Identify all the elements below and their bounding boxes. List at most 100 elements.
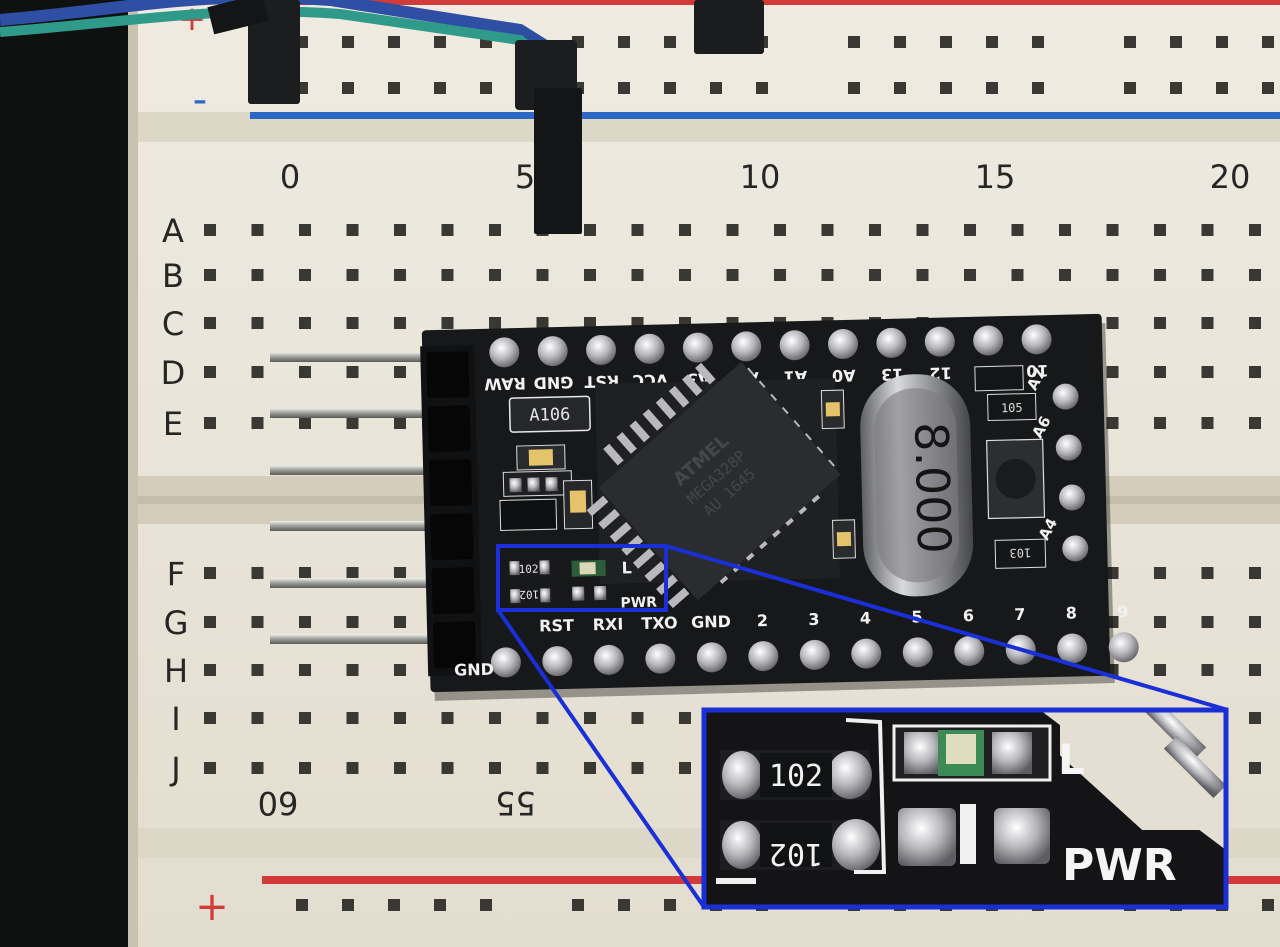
- breadboard-hole: [346, 317, 359, 329]
- mcu-pin: [655, 397, 677, 420]
- top-pin-pad: [634, 333, 665, 364]
- breadboard-hole: [584, 224, 596, 236]
- bottom-pin-label: 3: [808, 610, 820, 629]
- breadboard-hole: [204, 762, 216, 774]
- top-pin-pad: [876, 327, 907, 358]
- atmega328p-chip: ATMEL MEGA328P AU 1645: [586, 362, 841, 609]
- breadboard-hole: [1201, 664, 1214, 676]
- zoom-highlight-box: [496, 544, 668, 612]
- led-l-label: L: [621, 558, 632, 577]
- breadboard-hole: [1201, 616, 1214, 628]
- breadboard-hole: [204, 224, 216, 236]
- breadboard-hole: [584, 269, 596, 281]
- breadboard-hole: [204, 567, 216, 579]
- row-letter: E: [163, 405, 183, 443]
- breadboard-hole: [1201, 269, 1214, 281]
- breadboard-hole: [584, 317, 596, 329]
- breadboard-hole: [346, 567, 359, 579]
- rail-hole: [296, 899, 308, 911]
- breadboard-hole: [1154, 417, 1166, 429]
- breadboard-hole: [394, 664, 406, 676]
- bottom-pin-pad: [645, 643, 676, 674]
- rail-hole: [848, 82, 860, 94]
- top-pin-pad: [537, 336, 568, 367]
- breadboard-hole: [204, 317, 216, 329]
- bottom-pin-pad: [799, 639, 830, 670]
- breadboard-hole: [299, 224, 311, 236]
- breadboard-hole: [631, 762, 644, 774]
- breadboard-hole: [394, 712, 406, 724]
- breadboard-hole: [1106, 317, 1119, 329]
- bottom-pin-label: RXI: [592, 615, 623, 635]
- breadboard-hole: [441, 762, 454, 774]
- mcu-pin: [644, 561, 667, 582]
- row-letter: G: [164, 604, 189, 642]
- breadboard-hole: [489, 224, 501, 236]
- rail-hole: [710, 82, 722, 94]
- inset-l-label: L: [1058, 735, 1085, 784]
- rail-hole: [940, 36, 952, 48]
- bottom-pin-label: 7: [1014, 605, 1026, 624]
- breadboard-hole: [346, 616, 359, 628]
- bottom-pin-pad: [902, 637, 933, 668]
- breadboard-hole: [536, 269, 549, 281]
- breadboard-hole: [204, 269, 216, 281]
- bottom-pin-label: GND: [691, 612, 731, 632]
- rail-hole: [388, 82, 400, 94]
- rail-hole: [940, 82, 952, 94]
- breadboard-hole: [821, 224, 834, 236]
- breadboard-hole: [299, 712, 311, 724]
- regulator-chip: [509, 396, 591, 433]
- mcu-pin: [667, 587, 690, 609]
- rail-hole: [434, 899, 446, 911]
- bottom-pin-pad: [696, 642, 727, 673]
- breadboard-hole: [441, 269, 454, 281]
- breadboard-hole: [1106, 567, 1119, 579]
- breadboard-hole: [441, 317, 454, 329]
- resistor-102-bottom-marking: 102: [519, 588, 539, 601]
- inset-resistor-top-marking: 102: [769, 759, 823, 794]
- breadboard-hole: [489, 317, 501, 329]
- breadboard-hole: [1201, 317, 1214, 329]
- rail-hole: [1216, 82, 1228, 94]
- breadboard-hole: [299, 317, 311, 329]
- breadboard-hole: [1249, 224, 1261, 236]
- column-number-bottom: 60: [258, 784, 299, 822]
- top-pin-label: GND: [533, 373, 573, 393]
- breadboard-hole: [204, 417, 216, 429]
- column-number-top: 15: [975, 158, 1016, 196]
- breadboard-hole: [821, 269, 834, 281]
- breadboard-hole: [1106, 269, 1119, 281]
- breadboard-hole: [489, 762, 501, 774]
- rail-hole: [1032, 36, 1044, 48]
- breadboard-hole: [1154, 664, 1166, 676]
- crystal-oscillator: 8.000: [860, 374, 974, 597]
- resistor-105-marking: 105: [1001, 401, 1023, 416]
- magnified-inset: 102 102 L PWR 40: [704, 710, 1226, 907]
- column-numbers-bottom: 60 55: [258, 784, 536, 822]
- breadboard-hole: [1249, 616, 1261, 628]
- breadboard-hole: [1154, 567, 1166, 579]
- breadboard-hole: [394, 366, 406, 378]
- magnified-inset-frame: [701, 707, 1229, 910]
- breadboard-hole: [1011, 269, 1024, 281]
- breadboard-hole: [346, 224, 359, 236]
- breadboard-hole: [1059, 224, 1071, 236]
- breadboard-hole: [204, 664, 216, 676]
- rail-hole: [480, 899, 492, 911]
- breadboard-hole: [204, 366, 216, 378]
- breadboard-hole: [1106, 366, 1119, 378]
- breadboard-hole: [1249, 317, 1261, 329]
- breadboard-hole: [251, 616, 264, 628]
- breadboard-hole: [1201, 366, 1214, 378]
- breadboard-hole: [441, 224, 454, 236]
- breadboard-hole: [251, 366, 264, 378]
- rail-hole: [1032, 82, 1044, 94]
- bottom-pin-pad: [542, 646, 573, 677]
- breadboard-hole: [346, 762, 359, 774]
- column-number-bottom: 55: [495, 784, 536, 822]
- mcu-pin: [616, 432, 637, 454]
